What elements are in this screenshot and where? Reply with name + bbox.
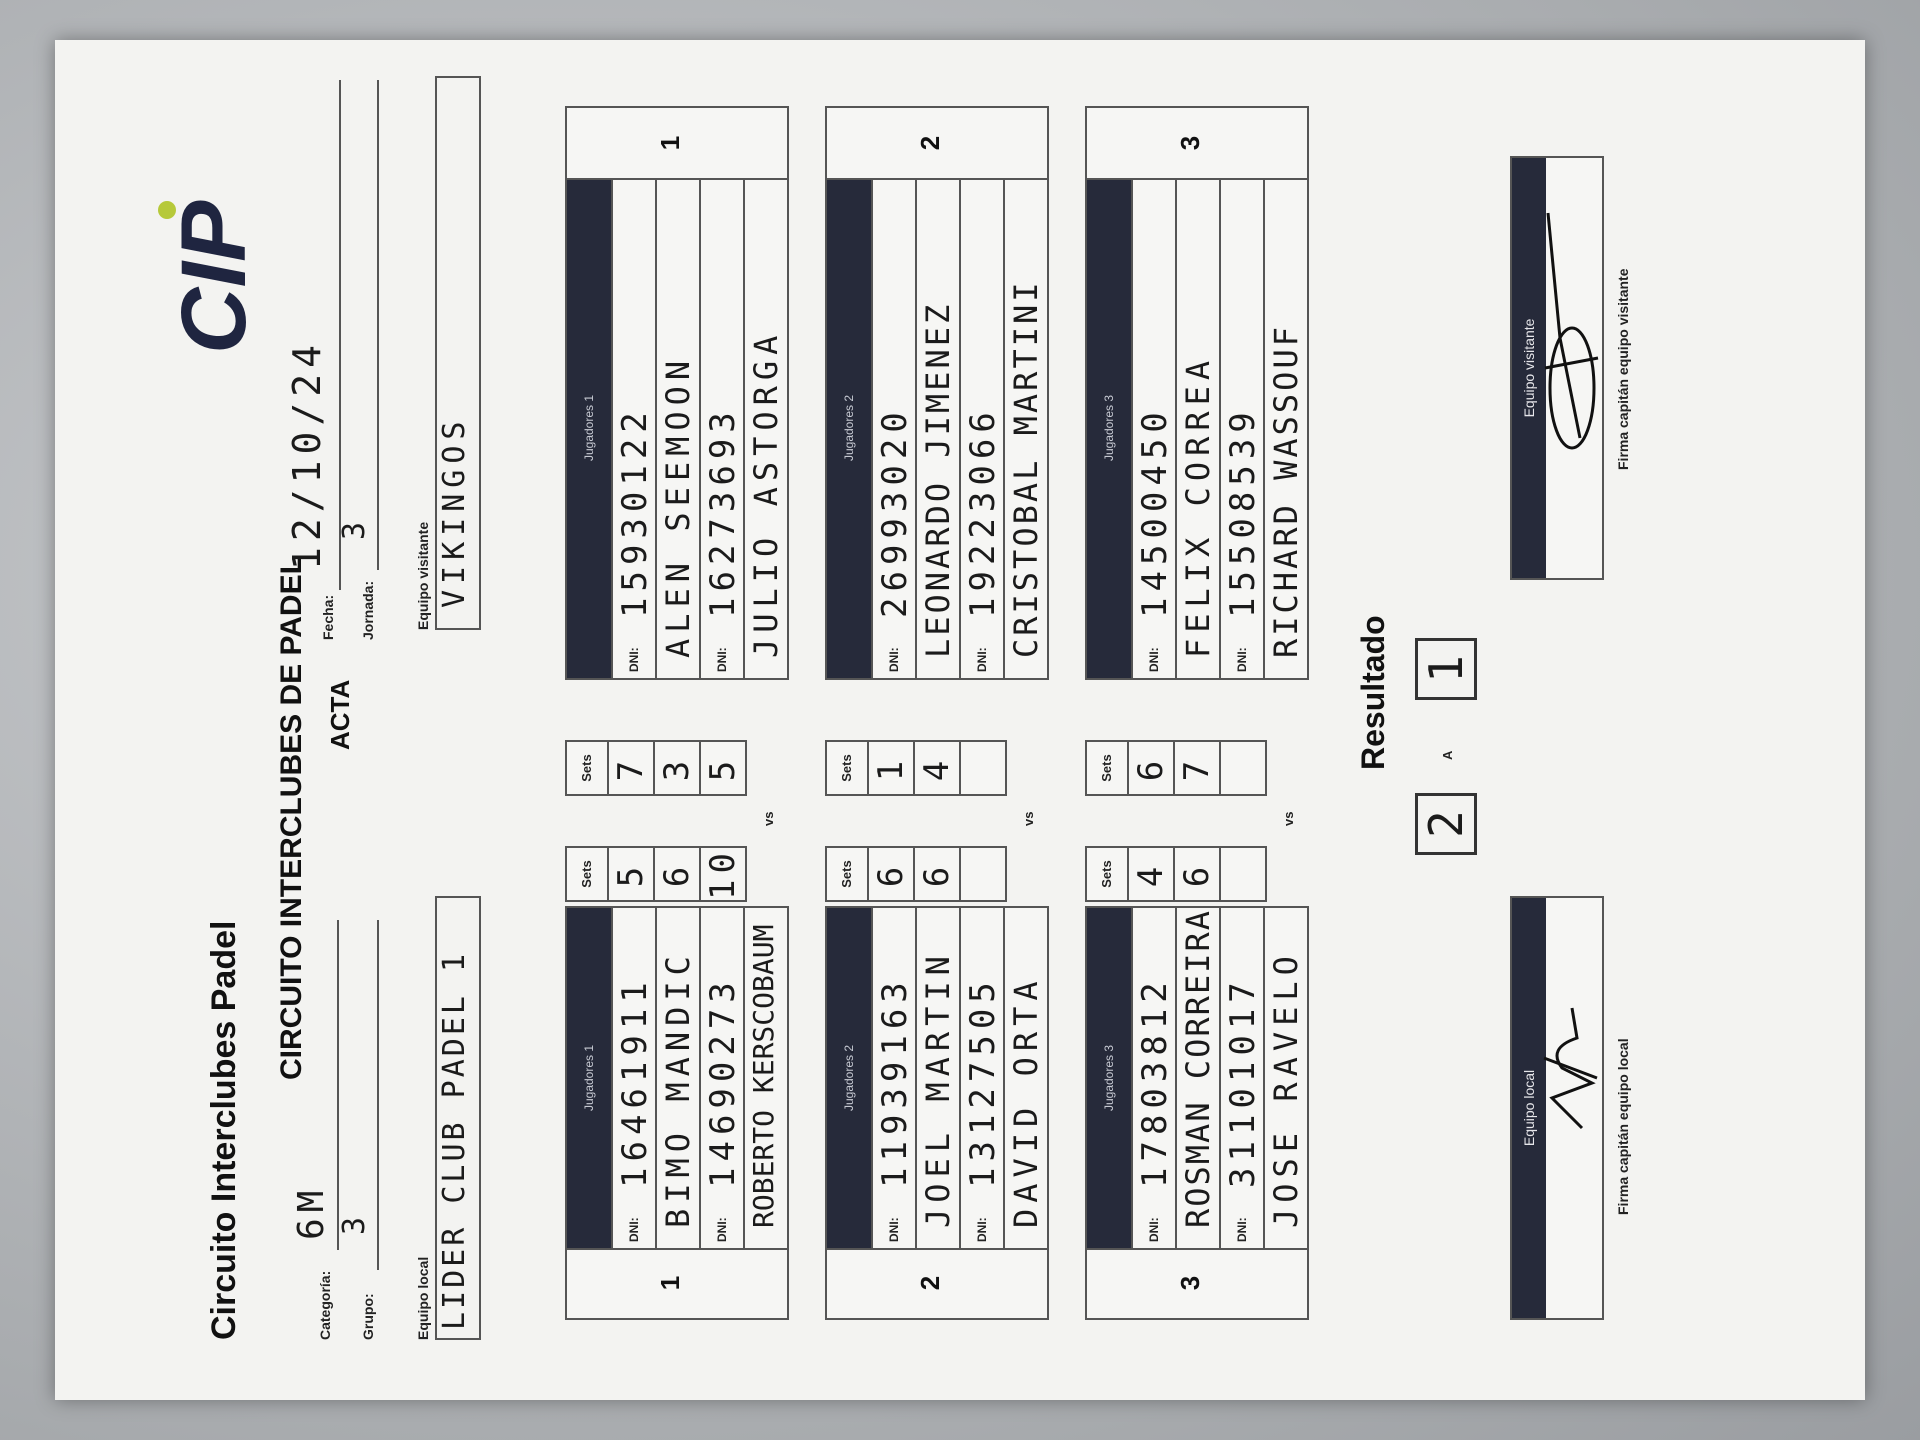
player-name: LEONARDO JIMENEZ (919, 301, 957, 658)
players-header: Jugadores 3 (1087, 908, 1131, 1248)
visit-team-label: Equipo visitante (415, 521, 431, 630)
local-players-table: Jugadores 3 DNI:17803812 ROSMAN CORREIRA… (1085, 906, 1309, 1250)
player-dni: 26993020 (875, 406, 915, 618)
resultado-local: 2 (1415, 793, 1477, 855)
player-dni: 17803812 (1135, 976, 1175, 1188)
fecha-value: 12/10/24 (285, 338, 329, 570)
player-dni: 11939163 (875, 976, 915, 1188)
player-dni: 14690273 (703, 976, 743, 1188)
player-name: DAVID ORTA (1007, 975, 1045, 1228)
categoria-line (337, 920, 339, 1250)
visit-team-value: VIKINGOS (437, 415, 472, 609)
player-dni: 16273693 (703, 406, 743, 618)
players-header: Jugadores 3 (1087, 178, 1131, 678)
local-signature (1543, 1007, 1598, 1130)
player-name: FELIX CORREA (1179, 354, 1217, 658)
local-signature-box: Equipo local (1510, 896, 1604, 1320)
local-players-table: Jugadores 1 DNI:16461911 BIMO MANDIC DNI… (565, 906, 789, 1250)
player-dni: 16461911 (615, 976, 655, 1188)
svg-text:CIP: CIP (163, 200, 265, 354)
resultado-sep: A (1440, 750, 1455, 760)
player-dni: 15508539 (1223, 406, 1263, 618)
visit-signature-caption: Firma capitán equipo visitante (1615, 268, 1631, 471)
fecha-line (339, 80, 341, 590)
resultado-visitante: 1 (1415, 638, 1477, 700)
player-name: JOSE RAVELO (1267, 950, 1305, 1228)
match-number-left: 3 (1085, 1246, 1309, 1320)
player-name: ROSMAN CORREIRA (1179, 909, 1217, 1228)
categoria-value: 6M (291, 1184, 332, 1240)
player-dni: 31101017 (1223, 976, 1263, 1188)
visit-signature-box: Equipo visitante (1510, 156, 1604, 580)
jornada-label: Jornada: (360, 580, 376, 640)
match-number-left: 1 (565, 1246, 789, 1320)
visit-sets: Sets 6 7 (1085, 740, 1267, 796)
categoria-label: Categoría: (317, 1270, 333, 1340)
player-dni: 19223066 (963, 406, 1003, 618)
match-number-right: 2 (825, 106, 1049, 180)
player-name: CRISTOBAL MARTINI (1007, 279, 1045, 658)
visit-team-box: VIKINGOS (435, 76, 481, 630)
local-team-box: LIDER CLUB PADEL 1 (435, 896, 481, 1340)
player-name: JOEL MARTIN (919, 950, 957, 1228)
visit-players-table: Jugadores 2 DNI:26993020 LEONARDO JIMENE… (825, 176, 1049, 680)
document-title: CIRCUITO INTERCLUBES DE PADEL (275, 556, 308, 1080)
match-number-left: 2 (825, 1246, 1049, 1320)
acta-heading: ACTA (325, 679, 355, 750)
visit-sets: Sets 7 3 5 (565, 740, 747, 796)
player-dni: 14500450 (1135, 406, 1175, 618)
player-dni: 15930122 (615, 406, 655, 618)
document-subtitle: Circuito Interclubes Padel (205, 920, 243, 1340)
local-sets: Sets 6 6 (825, 846, 1007, 902)
vs-label: vs (1281, 811, 1296, 826)
player-name: ROBERTO KERSCOBAUM (747, 924, 780, 1228)
jornada-line (377, 80, 379, 570)
match-number-right: 1 (565, 106, 789, 180)
players-header: Jugadores 2 (827, 908, 871, 1248)
match-number-right: 3 (1085, 106, 1309, 180)
local-team-value: LIDER CLUB PADEL 1 (437, 950, 472, 1330)
vs-label: vs (1021, 811, 1036, 826)
local-sets: Sets 5 6 10 (565, 846, 747, 902)
cip-logo: CIP (158, 200, 265, 354)
players-header: Jugadores 1 (567, 908, 611, 1248)
local-signature-caption: Firma capitán equipo local (1615, 1038, 1631, 1215)
visit-sets: Sets 1 4 (825, 740, 1007, 796)
player-name: RICHARD WASSOUF (1267, 324, 1305, 658)
visit-players-table: Jugadores 3 DNI:14500450 FELIX CORREA DN… (1085, 176, 1309, 680)
players-header: Jugadores 1 (567, 178, 611, 678)
vs-label: vs (761, 811, 776, 826)
local-players-table: Jugadores 2 DNI:11939163 JOEL MARTIN DNI… (825, 906, 1049, 1250)
grupo-value: 3 (337, 1210, 372, 1235)
acta-paper: CIP Circuito Interclubes Padel CIRCUITO … (55, 40, 1865, 1400)
jornada-value: 3 (337, 515, 372, 540)
local-sets: Sets 4 6 (1085, 846, 1267, 902)
resultado-label: Resultado (1355, 615, 1391, 770)
player-name: BIMO MANDIC (659, 950, 697, 1228)
fecha-label: Fecha: (320, 594, 336, 640)
player-dni: 13127505 (963, 976, 1003, 1188)
player-name: JULIO ASTORGA (747, 329, 785, 658)
players-header: Jugadores 2 (827, 178, 871, 678)
visit-signature (1544, 212, 1599, 450)
visit-players-table: Jugadores 1 DNI:15930122 ALEN SEEMOON DN… (565, 176, 789, 680)
local-team-label: Equipo local (415, 1256, 431, 1340)
player-name: ALEN SEEMOON (659, 354, 697, 658)
grupo-label: Grupo: (360, 1293, 376, 1340)
grupo-line (377, 920, 379, 1270)
